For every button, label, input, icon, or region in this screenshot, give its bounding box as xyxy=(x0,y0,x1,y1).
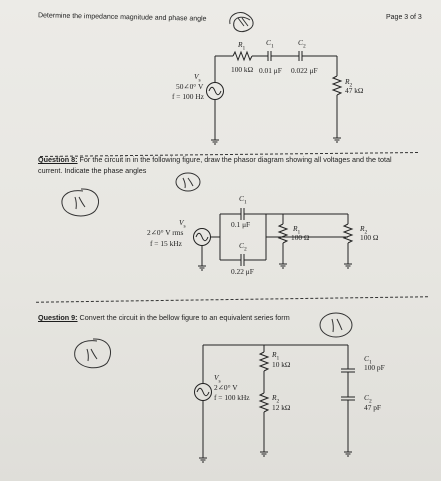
question-8-line1: Question 8: For the circuit in in the fo… xyxy=(38,155,392,164)
circuit2-source-name: Vs xyxy=(179,218,186,230)
circuit3-r2-name: R2 xyxy=(272,393,280,405)
circuit3-source-freq: f = 100 kHz xyxy=(214,393,250,402)
circuit3-r1-value: 10 kΩ xyxy=(272,360,291,369)
circuit2-r2-name: R2 xyxy=(360,224,368,236)
handwritten-mark-q9 xyxy=(319,312,353,338)
circuit2-c2-name: C2 xyxy=(239,241,247,253)
circuit2-r2-value: 100 Ω xyxy=(360,233,379,242)
circuit1-r1-name: R1 xyxy=(238,40,246,52)
handwritten-mark-left-q8 xyxy=(61,188,99,217)
circuit1-c2-value: 0.022 μF xyxy=(291,66,318,75)
circuit2-r1-value: 100 Ω xyxy=(291,233,310,242)
question-8-line2: current. Indicate the phase angles xyxy=(38,166,147,175)
circuit3-r2-value: 12 kΩ xyxy=(272,403,291,412)
circuit3-c2-value: 47 pF xyxy=(364,403,382,412)
circuit2-c2-value: 0.22 μF xyxy=(231,267,254,276)
circuit3-source-value: 2∠0° V xyxy=(214,383,238,392)
instruction-text: Determine the impedance magnitude and ph… xyxy=(37,12,207,23)
handwritten-mark-q8 xyxy=(175,172,201,192)
circuit3-c1-value: 100 pF xyxy=(364,363,385,372)
page-number: Page 3 of 3 xyxy=(386,14,422,21)
circuit1-source-value: 50∠0° V xyxy=(176,82,204,91)
circuit2-c1-value: 0.1 μF xyxy=(231,220,251,229)
circuit1-source-freq: f = 100 Hz xyxy=(172,92,204,101)
circuit3-source-name: Vs xyxy=(214,373,221,385)
handwritten-scribble xyxy=(229,11,254,33)
circuit1-r1-value: 100 kΩ xyxy=(231,65,254,74)
circuit2-r1-name: R1 xyxy=(293,224,301,236)
circuit1-c1-value: 0.01 μF xyxy=(259,66,282,75)
circuit1-c1-name: C1 xyxy=(266,38,274,50)
circuit3-r1-name: R1 xyxy=(272,350,280,362)
circuit2-c1-name: C1 xyxy=(239,194,247,206)
circuit2-source-freq: f = 15 kHz xyxy=(150,239,182,248)
handwritten-mark-left-q9 xyxy=(74,338,111,369)
circuit1-r2-name: R2 xyxy=(345,77,353,89)
question-9-line: Question 9: Convert the circuit in the b… xyxy=(38,313,290,322)
circuit1-source-name: Vs xyxy=(194,72,201,84)
circuit3-c2-name: C2 xyxy=(364,393,372,405)
question-9-number: Question 9: xyxy=(38,313,78,322)
circuit1-c2-name: C2 xyxy=(298,38,306,50)
circuit3-c1-name: C1 xyxy=(364,354,372,366)
circuit2-source-value: 2∠0° V rms xyxy=(147,228,184,237)
section-divider xyxy=(36,296,428,303)
circuit1-r2-value: 47 kΩ xyxy=(345,86,364,95)
question-8-number: Question 8: xyxy=(38,155,78,164)
